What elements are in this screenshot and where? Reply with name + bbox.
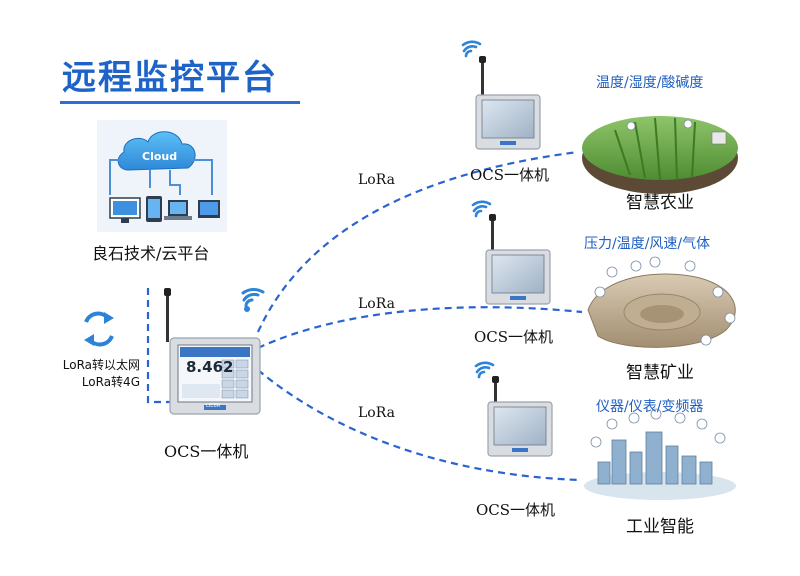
gateway-screen-value: 8.462	[186, 358, 234, 376]
wifi-icon	[474, 361, 495, 379]
link-label: LoRa	[358, 296, 395, 312]
scene-label: 智慧农业	[626, 193, 694, 213]
link-lora-2	[257, 306, 583, 349]
wifi-icon	[241, 287, 265, 308]
gateway-brand: LIEBR	[206, 403, 221, 409]
agriculture-scene-image	[582, 116, 738, 194]
link-gateway-to-cloud	[146, 288, 176, 404]
cloud-label-text: Cloud	[142, 150, 178, 163]
node-device-2	[485, 214, 551, 305]
node-params: 温度/湿度/酸碱度	[596, 75, 704, 91]
wifi-icon	[471, 200, 492, 218]
link-lora-3	[257, 369, 581, 482]
gateway-conversion-note: LoRa转以太网 LoRa转4G	[50, 357, 140, 391]
note-lora-ethernet: LoRa转以太网	[62, 358, 140, 372]
node-device-3	[487, 376, 553, 457]
node-device-1	[475, 56, 541, 150]
link-label: LoRa	[358, 405, 395, 421]
node-params: 压力/温度/风速/气体	[584, 236, 711, 252]
node-params: 仪器/仪表/变频器	[596, 399, 704, 415]
title-underline	[60, 101, 300, 104]
cloud-platform-label: 良石技术/云平台	[92, 244, 210, 263]
gateway-device	[164, 288, 261, 415]
mining-scene-image	[587, 256, 736, 348]
scene-label: 工业智能	[626, 517, 694, 537]
link-lora-1	[256, 150, 579, 333]
page-title: 远程监控平台	[62, 58, 278, 98]
cloud-platform-image	[97, 120, 227, 232]
industrial-scene-image	[584, 408, 736, 500]
node-label: OCS一体机	[470, 166, 550, 184]
node-label: OCS一体机	[474, 328, 554, 346]
node-label: OCS一体机	[476, 501, 556, 519]
scene-label: 智慧矿业	[626, 363, 694, 383]
link-label: LoRa	[358, 172, 395, 188]
wifi-icon	[461, 40, 482, 58]
gateway-label: OCS一体机	[164, 442, 249, 461]
note-lora-4g: LoRa转4G	[81, 375, 140, 389]
